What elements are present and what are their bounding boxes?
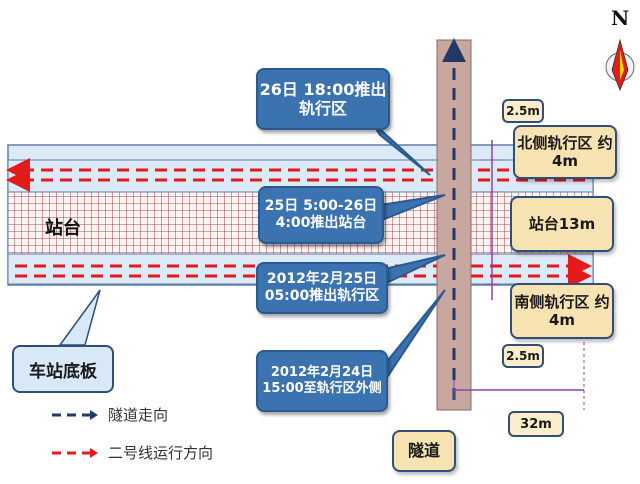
compass-icon [605, 38, 635, 92]
dimension-32m-label: 32m [508, 411, 564, 437]
station-floor-callout: 车站底板 [12, 345, 114, 393]
south-track-label: 南侧轨行区 约4m [510, 283, 614, 339]
platform-width-label: 站台13m [510, 196, 614, 252]
dimension-top-2-5m: 2.5m [502, 99, 544, 123]
compass-label: N [611, 6, 630, 30]
callout-25th-0500: 25日 5:00-26日 4:00推出站台 [258, 186, 384, 244]
floor-label-pointer [58, 289, 101, 346]
north-track-label: 北侧轨行区 约4m [513, 125, 617, 179]
callout-pointers [369, 119, 446, 388]
platform-label: 站台 [45, 218, 81, 239]
legend-tunnel-swatch [52, 410, 98, 420]
callout-2012-02-25: 2012年2月25日 05:00推出轨行区 [256, 262, 388, 314]
legend-line2-direction: 二号线运行方向 [108, 444, 214, 462]
dimension-bottom-2-5m: 2.5m [502, 344, 544, 368]
callout-26th-1800: 26日 18:00推出 轨行区 [256, 68, 390, 130]
callout-2012-02-24: 2012年2月24日 15:00至轨行区外侧 [256, 350, 388, 412]
vertical-dimension-marks [486, 140, 498, 300]
legend-line2-swatch [52, 448, 98, 458]
legend-tunnel-direction: 隧道走向 [108, 406, 169, 424]
tunnel-label: 隧道 [392, 430, 456, 472]
